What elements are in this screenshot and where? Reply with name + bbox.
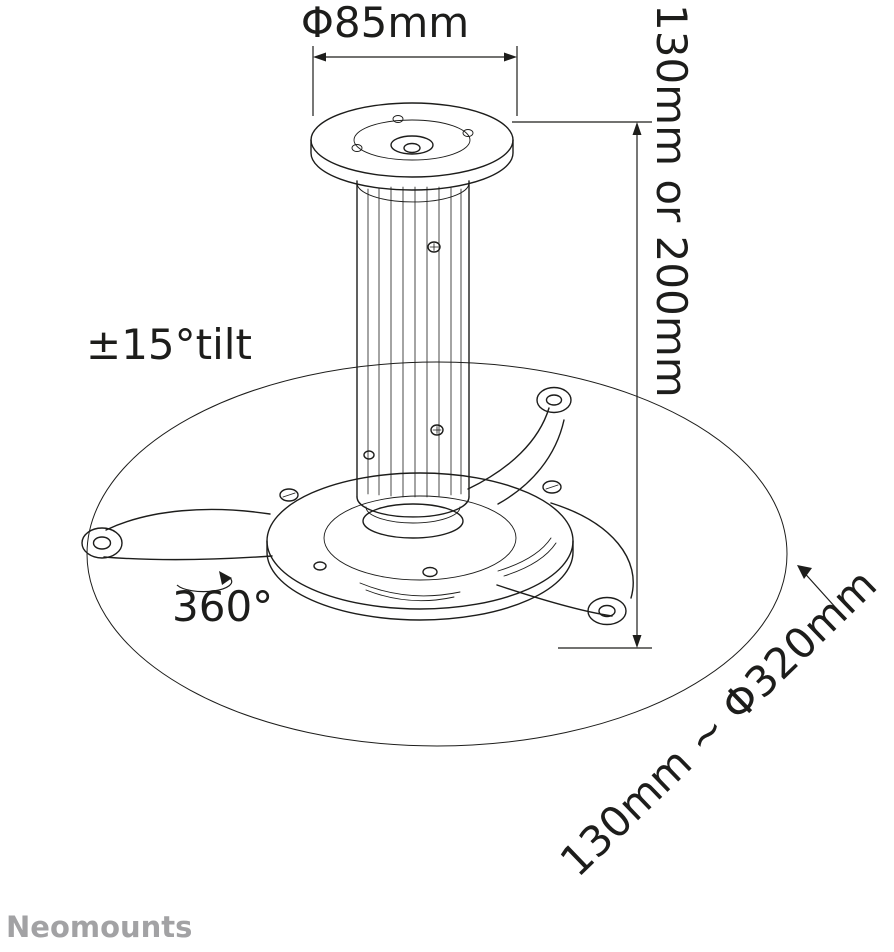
tilt-range-label: ±15°tilt [86, 320, 252, 369]
pole-height-label: 130mm or 200mm [647, 4, 696, 398]
top-mounting-plate [310, 102, 514, 191]
base-bracket [81, 386, 634, 626]
rotation-arrow [176, 577, 233, 593]
swivel-circle [86, 361, 788, 747]
top-diameter-label: Φ85mm [300, 0, 470, 47]
dimension-top-diameter [312, 46, 518, 116]
dimension-arrowheads [219, 52, 812, 648]
brand-watermark: Neomounts [6, 910, 193, 944]
dimension-pole-height [512, 121, 652, 649]
rotation-range-label: 360° [172, 582, 274, 631]
dimension-base-leader [799, 567, 846, 619]
extension-column [356, 180, 470, 524]
